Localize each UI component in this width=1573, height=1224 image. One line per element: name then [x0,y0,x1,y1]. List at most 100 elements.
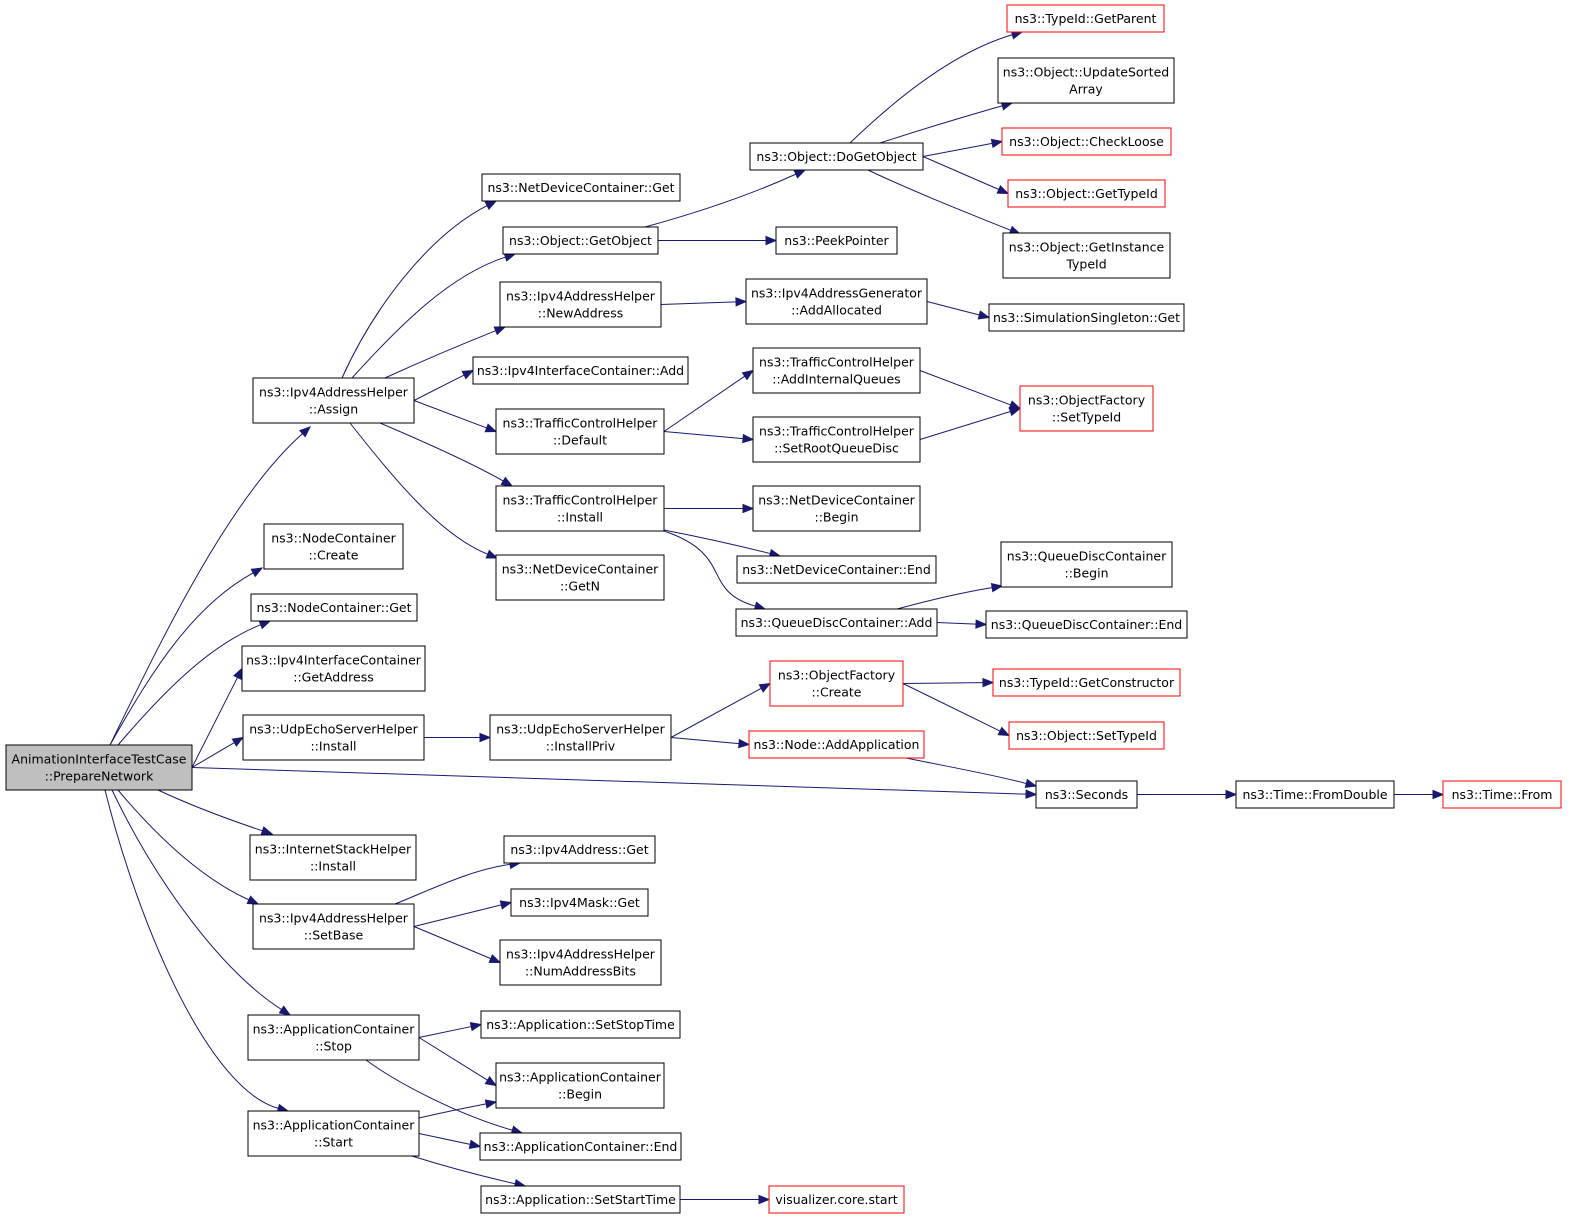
node-ipv4m-get[interactable]: ns3::Ipv4Mask::Get [510,888,649,917]
node-seconds[interactable]: ns3::Seconds [1035,780,1138,809]
node-obj-dogetobject[interactable]: ns3::Object::DoGetObject [749,142,924,171]
node-box [775,226,898,255]
node-time-from[interactable]: ns3::Time::From [1442,780,1562,809]
node-tch-default[interactable]: ns3::TrafficControlHelper::Default [495,408,665,455]
call-edge-obj_dogetobject-to-typeid_getparent [849,30,1024,144]
node-typeid-getparent[interactable]: ns3::TypeId::GetParent [1006,4,1165,33]
node-ipv4ic-getaddress[interactable]: ns3::Ipv4InterfaceContainer::GetAddress [241,645,426,692]
edge-line [349,422,488,555]
node-udpesh-install[interactable]: ns3::UdpEchoServerHelper::Install [242,714,425,761]
node-ndc-getn[interactable]: ns3::NetDeviceContainer::GetN [495,554,665,601]
call-edge-obj_getobject-to-peekpointer [658,235,778,246]
node-tch-addinternalqueues[interactable]: ns3::TrafficControlHelper::AddInternalQu… [752,347,921,394]
node-label-line: ::AddAllocated [791,303,882,318]
arrowhead-icon [260,826,274,836]
call-edge-of_create-to-typeid_getconstructor [902,677,995,688]
edge-line [919,410,1011,440]
node-vis-start[interactable]: visualizer.core.start [768,1185,905,1214]
edge-line [926,301,980,316]
node-box [499,939,662,986]
arrowhead-icon [246,895,260,905]
node-ac-begin[interactable]: ns3::ApplicationContainer::Begin [495,1062,665,1109]
call-edge-ipv4ah_setbase-to-ipv4m_get [413,900,513,927]
node-tch-setrootqueuedisc[interactable]: ns3::TrafficControlHelper::SetRootQueueD… [752,416,921,463]
call-edge-ipv4ah_assign-to-tch_default [413,400,498,433]
node-obj-gettypeid[interactable]: ns3::Object::GetTypeId [1007,179,1166,208]
edge-line [191,742,235,768]
node-label-line: ns3::Ipv4InterfaceContainer [246,653,422,668]
node-label-line: ::Install [310,739,356,754]
arrowhead-icon [485,549,499,559]
edge-line [117,789,250,901]
node-tch-install[interactable]: ns3::TrafficControlHelper::Install [495,485,665,532]
node-box [769,660,904,707]
node-label-line: ::NewAddress [538,306,623,321]
node-ndc-get[interactable]: ns3::NetDeviceContainer::Get [481,173,681,202]
node-ac-start[interactable]: ns3::ApplicationContainer::Start [247,1110,420,1157]
node-time-fromdouble[interactable]: ns3::Time::FromDouble [1235,780,1395,809]
node-app-setstarttime[interactable]: ns3::Application::SetStartTime [480,1185,681,1214]
node-nc-create[interactable]: ns3::NodeContainer::Create [263,523,404,570]
node-peekpointer[interactable]: ns3::PeekPointer [775,226,898,255]
call-edge-ipv4ah_assign-to-ipv4ic_add [413,369,475,401]
call-edge-tch_install-to-ndc_end [663,529,782,559]
node-ac-end[interactable]: ns3::ApplicationContainer::End [479,1132,682,1161]
node-label-line: ns3::TrafficControlHelper [503,416,659,431]
node-typeid-getconstructor[interactable]: ns3::TypeId::GetConstructor [992,668,1181,697]
node-nc-get[interactable]: ns3::NodeContainer::Get [250,593,418,622]
node-label-line: ns3::Node::AddApplication [754,737,920,752]
node-ndc-end[interactable]: ns3::NetDeviceContainer::End [736,555,937,584]
node-label-line: AnimationInterfaceTestCase [12,752,187,767]
edge-line [418,1133,471,1145]
node-node-addapplication[interactable]: ns3::Node::AddApplication [748,730,925,759]
call-edge-root-to-udpesh_install [191,736,245,768]
node-label-line: ns3::Time::FromDouble [1242,787,1387,802]
node-ipv4ic-add[interactable]: ns3::Ipv4InterfaceContainer::Add [472,356,689,385]
node-box [510,888,649,917]
node-obj-settypeid[interactable]: ns3::Object::SetTypeId [1008,721,1165,750]
node-of-settypeid[interactable]: ns3::ObjectFactory::SetTypeId [1019,385,1154,432]
node-box [247,1014,420,1061]
call-edge-obj_dogetobject-to-obj_updatesortedarray [879,101,1014,144]
node-obj-checkloose[interactable]: ns3::Object::CheckLoose [1001,127,1172,156]
node-app-setstoptime[interactable]: ns3::Application::SetStopTime [480,1010,681,1039]
arrowhead-icon [990,138,1004,149]
node-ipv4a-get[interactable]: ns3::Ipv4Address::Get [503,835,656,864]
node-label-line: ns3::Object::SetTypeId [1016,728,1157,743]
node-ipv4ah-setbase[interactable]: ns3::Ipv4AddressHelper::SetBase [252,903,415,950]
call-edge-ipv4ah_assign-to-tch_install [379,422,514,487]
node-label-line: ::Begin [558,1087,602,1102]
node-ipv4ah-numaddressbits[interactable]: ns3::Ipv4AddressHelper::NumAddressBits [499,939,662,986]
edge-line [413,926,491,960]
node-label-line: ns3::TrafficControlHelper [759,355,915,370]
edge-line [191,677,238,768]
node-udpesh-installpriv[interactable]: ns3::UdpEchoServerHelper::InstallPriv [489,714,672,761]
node-label-line: ::SetTypeId [1052,410,1121,425]
node-ipv4ag-addallocated[interactable]: ns3::Ipv4AddressGenerator::AddAllocated [745,278,928,325]
node-box [988,303,1185,332]
call-edge-root-to-seconds [191,767,1038,799]
edge-line [896,587,993,610]
node-ipv4ah-newaddress[interactable]: ns3::Ipv4AddressHelper::NewAddress [499,281,662,328]
node-qdc-add[interactable]: ns3::QueueDiscContainer::Add [735,608,938,637]
arrowhead-icon [479,732,492,743]
node-qdc-begin[interactable]: ns3::QueueDiscContainer::Begin [1000,541,1173,588]
node-box [503,835,656,864]
node-ipv4ah-assign[interactable]: ns3::Ipv4AddressHelper::Assign [252,377,415,424]
node-qdc-end[interactable]: ns3::QueueDiscContainer::End [985,610,1188,639]
edge-line [663,431,744,440]
node-obj-getobject[interactable]: ns3::Object::GetObject [502,226,659,255]
arrowhead-icon [1024,778,1038,788]
node-simsingleton-get[interactable]: ns3::SimulationSingleton::Get [988,303,1185,332]
call-edge-tch_default-to-tch_setrootqueuedisc [663,431,755,444]
edge-line [109,433,303,746]
edge-line [104,789,279,1109]
node-of-create[interactable]: ns3::ObjectFactory::Create [769,660,904,707]
node-ndc-begin[interactable]: ns3::NetDeviceContainer::Begin [752,485,921,532]
edge-line [663,530,756,607]
node-ish-install[interactable]: ns3::InternetStackHelper::Install [249,834,417,881]
node-ac-stop[interactable]: ns3::ApplicationContainer::Stop [247,1014,420,1061]
